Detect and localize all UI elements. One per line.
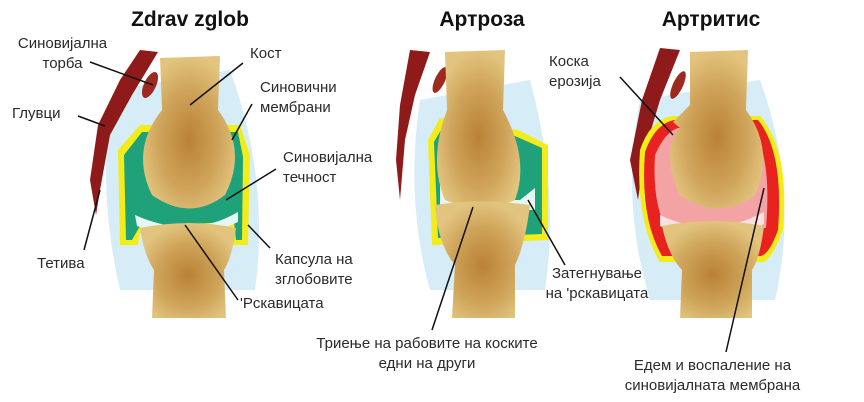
- arthrosis-joint: [396, 50, 550, 318]
- upper-bone: [143, 56, 235, 209]
- label-synovial-inflammation: Едем и воспаление на синовијалната мембр…: [595, 356, 830, 396]
- label-joint-capsule: Капсула на зглобовите: [275, 250, 353, 290]
- label-line: на 'рскавицата: [545, 285, 649, 302]
- label-line: торба: [42, 55, 83, 72]
- label-synovial-bursa: Синовијална торба: [5, 34, 120, 74]
- title-arthrosis: Артроза: [439, 8, 525, 31]
- label-line: Коска: [549, 53, 589, 70]
- healthy-joint: [90, 50, 260, 318]
- label-line: Синовични: [260, 79, 337, 96]
- label-bone-friction: Триење на рабовите на коските едни на др…: [287, 334, 567, 374]
- label-tendon: Тетива: [37, 255, 85, 272]
- label-line: Триење на рабовите на коските: [316, 335, 538, 352]
- label-line: Едем и воспаление на: [633, 357, 792, 374]
- label-ligaments: Глувци: [12, 105, 61, 122]
- label-synovial-fluid: Синовијална течност: [283, 148, 372, 188]
- label-cartilage: 'Рскавицата: [240, 295, 324, 312]
- label-line: Синовијална: [17, 35, 108, 52]
- label-bone-erosion: Коска ерозија: [549, 52, 601, 92]
- label-bone: Кост: [250, 45, 282, 62]
- label-line: Капсула на: [275, 251, 353, 268]
- label-line: течност: [283, 169, 337, 186]
- leader-lines: [77, 61, 765, 353]
- label-cartilage-thinning: Затегнување на 'рскавицата: [527, 264, 667, 304]
- label-line: мембрани: [260, 99, 331, 116]
- label-line: синовијалната мембрана: [624, 377, 801, 394]
- title-healthy-joint: Zdrav zglob: [131, 8, 249, 31]
- tendon-shape: [90, 50, 158, 215]
- title-arthritis: Артритис: [661, 8, 761, 31]
- lower-bone: [140, 223, 236, 318]
- label-line: едни на други: [378, 355, 476, 372]
- arthritis-joint: [630, 48, 785, 318]
- label-line: ерозија: [549, 73, 601, 90]
- label-line: Затегнување: [551, 265, 643, 282]
- label-line: зглобовите: [275, 271, 353, 288]
- label-line: Синовијална: [283, 149, 373, 166]
- label-synovial-membrane: Синовични мембрани: [260, 78, 337, 118]
